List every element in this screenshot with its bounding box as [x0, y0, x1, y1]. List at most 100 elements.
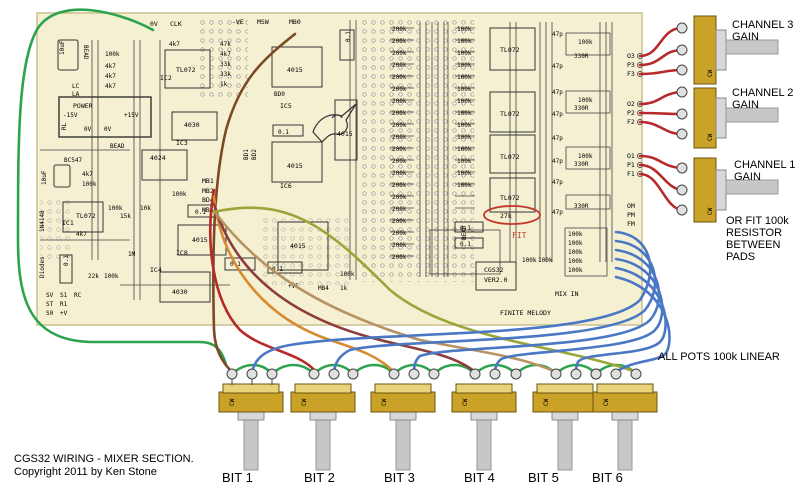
wire-ground-loop: [16, 8, 228, 367]
chip-label: IC6: [280, 182, 292, 190]
svg-text:1k: 1k: [340, 285, 348, 292]
svg-text:4k7: 4k7: [105, 73, 116, 80]
svg-text:BD0: BD0: [274, 91, 285, 98]
svg-text:330R: 330R: [574, 161, 589, 168]
wire-bit2: [209, 188, 318, 374]
wire-mix-5: [574, 266, 667, 374]
pad-p3: P3: [627, 61, 635, 69]
chip-label: 4024: [150, 154, 166, 162]
pot-channel-1[interactable]: CW: [676, 157, 779, 223]
svg-text:100k: 100k: [105, 51, 120, 58]
svg-text:CW: CW: [462, 398, 469, 406]
svg-text:22k: 22k: [88, 273, 99, 280]
svg-text:200k: 200k: [392, 242, 407, 249]
channel-3-gain-label: GAIN: [732, 31, 759, 43]
fit-note-line-4: PADS: [726, 251, 755, 263]
svg-text:100k: 100k: [172, 191, 187, 198]
pad-f2: F2: [627, 118, 635, 126]
svg-text:+VE: +VE: [288, 283, 299, 290]
cap-label: 0.1: [195, 209, 206, 216]
svg-text:200k: 200k: [392, 38, 407, 45]
power-0v-a: 0V: [84, 126, 92, 133]
pcb-board: FINITE MELODY 0V CLK -VE MSW MB0 POWER -…: [36, 12, 643, 326]
pad-p2: P2: [627, 109, 635, 117]
pot-bit-6[interactable]: CW: [590, 368, 658, 471]
svg-text:47p: 47p: [552, 179, 563, 186]
svg-text:47p: 47p: [552, 158, 563, 165]
chip-label: 4015: [290, 242, 306, 250]
label-clk: CLK: [170, 20, 182, 28]
bead-label: BEAD: [110, 143, 125, 150]
wire-ch1-c: [638, 172, 684, 212]
svg-text:100k: 100k: [457, 182, 472, 189]
wire-ch1-b: [638, 163, 684, 192]
svg-text:100k: 100k: [568, 240, 583, 247]
svg-text:10k: 10k: [140, 205, 151, 212]
wire-ch1-a: [638, 154, 682, 170]
cap-label: 0.1: [460, 241, 471, 248]
svg-text:4k7: 4k7: [220, 51, 231, 58]
cap-label: 0.1: [272, 266, 283, 273]
wire-ch3-a: [638, 26, 682, 58]
chip-label: TL072: [500, 110, 520, 118]
bit-1-label: BIT 1: [222, 470, 253, 485]
svg-text:CW: CW: [707, 69, 714, 77]
svg-text:100k: 100k: [457, 170, 472, 177]
pad-fm: FM: [627, 220, 635, 228]
svg-text:200k: 200k: [392, 98, 407, 105]
svg-text:CW: CW: [543, 398, 550, 406]
cap-label: 0.1: [460, 225, 471, 232]
svg-text:100k: 100k: [457, 158, 472, 165]
transistor-label: BC547: [64, 157, 82, 164]
pad-rc: RC: [74, 292, 82, 299]
pcb-output-pads: [637, 53, 643, 177]
wire-ch3-c: [638, 68, 684, 76]
wire-ch2-b: [638, 111, 684, 116]
svg-text:4k7: 4k7: [169, 41, 180, 48]
pot-channel-2[interactable]: CW: [676, 86, 779, 149]
chip-label: TL072: [500, 194, 520, 202]
chip-label: IC4: [150, 266, 162, 274]
pot-bit-5[interactable]: CW: [532, 368, 602, 471]
pot-bit-1[interactable]: CW: [218, 368, 284, 471]
svg-text:4k7: 4k7: [82, 171, 93, 178]
channel-1-label: CHANNEL 1: [734, 159, 795, 171]
svg-text:1k: 1k: [220, 81, 228, 88]
unicorn-logo: [312, 103, 357, 143]
fit-note-line-3: BETWEEN: [726, 239, 780, 251]
svg-text:CW: CW: [707, 207, 714, 215]
version-label: CGS32: [484, 266, 504, 274]
chip-label: 4015: [337, 130, 353, 138]
cap-label: 0.1: [63, 255, 70, 266]
svg-text:15k: 15k: [120, 213, 131, 220]
version-number: VER2.0: [484, 276, 508, 284]
svg-text:200k: 200k: [392, 26, 407, 33]
chip-label: 4015: [287, 66, 303, 74]
copyright: Copyright 2011 by Ken Stone: [14, 466, 157, 478]
pot-bit-3[interactable]: CW: [370, 368, 440, 471]
pad-p1: P1: [627, 161, 635, 169]
pad-mb2: MB2: [202, 187, 214, 195]
pad-om: OM: [627, 202, 635, 210]
svg-text:100k: 100k: [457, 50, 472, 57]
pad-o1: O1: [627, 152, 635, 160]
svg-text:200k: 200k: [392, 182, 407, 189]
pad-f1: F1: [627, 170, 635, 178]
svg-text:200k: 200k: [392, 218, 407, 225]
svg-text:4k7: 4k7: [76, 231, 87, 238]
wire-mix-4: [493, 257, 664, 374]
chip-label: 4030: [184, 121, 200, 129]
pot-bit-4[interactable]: CW: [451, 368, 522, 471]
channel-pots: CW CW CW: [676, 15, 779, 223]
bit-2-label: BIT 2: [304, 470, 335, 485]
brand-label: FINITE MELODY: [500, 309, 551, 317]
svg-text:100k: 100k: [457, 38, 472, 45]
pots-note: ALL POTS 100k LINEAR: [658, 351, 780, 363]
pot-channel-3[interactable]: CW: [676, 15, 779, 85]
svg-text:CW: CW: [229, 398, 236, 406]
svg-text:200k: 200k: [392, 158, 407, 165]
pot-bit-2[interactable]: CW: [290, 368, 359, 471]
svg-text:47p: 47p: [552, 31, 563, 38]
power-neg: -15V: [63, 112, 78, 119]
